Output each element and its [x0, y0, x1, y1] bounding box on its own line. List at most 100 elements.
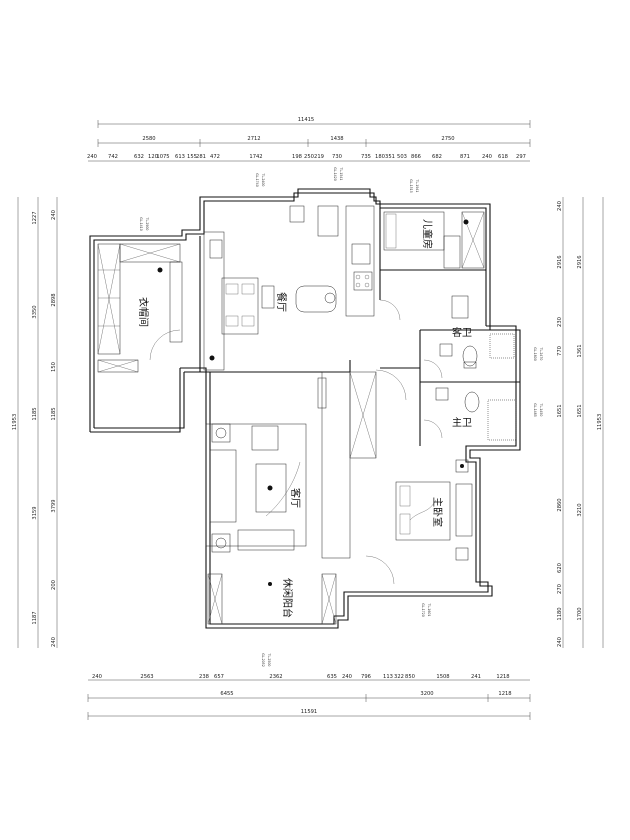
top-fine-dim: 472	[210, 154, 220, 160]
bottom-fine-dim: 850	[405, 674, 415, 680]
bottom-fine-dim: 113	[383, 674, 393, 680]
top-fine-dim: 120	[148, 154, 158, 160]
room-label-living: 客厅	[289, 488, 302, 508]
bottom-fine-dim: 241	[471, 674, 481, 680]
bottom-fine-dim: 238	[199, 674, 209, 680]
window-tag: GL-2052	[261, 653, 265, 666]
room-label-cloakroom: 衣帽间	[137, 297, 150, 327]
bottom-fine-dim: 1218	[496, 674, 509, 680]
sink-icon	[351, 243, 371, 265]
dining-kitchen: 餐厅 GL-1740 TL-2400 GL-1420 TL-1541	[203, 167, 401, 371]
left-dimensions: 11953 1227 3350 1185 3159 1187 240 2898 …	[12, 197, 58, 648]
bottom-mid-dim-3: 1218	[498, 691, 511, 697]
right-fine-dim: 2860	[557, 498, 563, 511]
window-tag: TL-1941	[415, 179, 419, 193]
window-tag: TL-2900	[145, 217, 149, 231]
living-rug	[205, 423, 307, 547]
top-fine-dim: 198	[292, 154, 302, 160]
door-swing-icon	[423, 419, 443, 439]
left-total-dim: 11953	[12, 414, 18, 431]
basin-icon	[439, 343, 453, 357]
ceiling-light-icon	[209, 355, 215, 361]
toilet-icon	[462, 345, 478, 367]
room-label-guest-bath: 客卫	[452, 326, 472, 339]
ceiling-light-icon	[463, 219, 469, 225]
right-fine-dim: 240	[557, 201, 563, 211]
door-swing-icon	[365, 555, 395, 585]
right-mid-dim: 1361	[577, 344, 583, 357]
top-fine-dim: 240	[482, 154, 492, 160]
coffee-table	[255, 463, 287, 513]
left-mid-dim: 3350	[32, 305, 38, 318]
bedroom-wardrobe	[455, 483, 473, 537]
right-fine-dim: 1651	[557, 404, 563, 417]
window-tag: GL-1485	[533, 403, 537, 416]
room-label-leisure-balcony: 休闲阳台	[281, 578, 294, 618]
bottom-fine-dim: 796	[361, 674, 371, 680]
kitchen-counter	[203, 231, 225, 371]
bottom-fine-dim: 2563	[140, 674, 153, 680]
cloakroom: 衣帽间 GL-1410 TL-2900	[97, 217, 183, 373]
bottom-fine-dim: 322	[394, 674, 404, 680]
left-mid-dim: 1227	[32, 211, 38, 224]
living-room: 客厅	[205, 369, 407, 559]
right-fine-dim: 770	[557, 346, 563, 356]
plant-icon	[409, 499, 437, 521]
window-tag: GL-1410	[139, 217, 143, 230]
outer-walls	[89, 188, 521, 629]
top-fine-dim: 632	[134, 154, 144, 160]
island-table	[295, 285, 337, 313]
bottom-fine-dim: 240	[92, 674, 102, 680]
top-fine-dim: 155	[187, 154, 197, 160]
left-fine-dim: 200	[51, 580, 57, 590]
sofa	[209, 449, 237, 523]
top-total-dim: 11415	[298, 117, 315, 123]
window-tag: GL-1420	[333, 167, 337, 180]
left-fine-dim: 2898	[51, 293, 57, 306]
window-tag: GL-1800	[533, 347, 537, 360]
right-fine-dim: 230	[557, 317, 563, 327]
door-swing-icon	[375, 369, 407, 401]
window-tag: TL-1450	[539, 403, 543, 417]
top-fine-dims: 240 742 632 120 1075 613 155 281 472 174…	[87, 154, 526, 160]
bottom-mid-dim-2: 3200	[420, 691, 433, 697]
master-bed	[395, 481, 451, 541]
room-label-dining: 餐厅	[275, 292, 288, 312]
toilet-icon	[464, 391, 480, 413]
right-total-dim: 11953	[597, 414, 603, 431]
top-fine-dim: 297	[516, 154, 526, 160]
bottom-fine-dim: 240	[342, 674, 352, 680]
bottom-fine-dim: 2362	[269, 674, 282, 680]
top-fine-dim: 618	[498, 154, 508, 160]
left-mid-dim: 1185	[32, 407, 38, 420]
window-tag: TL-2470	[539, 347, 543, 361]
right-fine-dim: 620	[557, 563, 563, 573]
window-tag: GL-1720	[421, 603, 425, 616]
top-fine-dim: 240	[87, 154, 97, 160]
bottom-fine-dim: 635	[327, 674, 337, 680]
top-fine-dim: 735	[361, 154, 371, 160]
window-tag: TL-2500	[267, 653, 271, 667]
room-label-master-bath: 主卫	[452, 417, 472, 429]
top-fine-dim: 503	[397, 154, 407, 160]
tv-cabinet	[321, 371, 351, 559]
bottom-dimensions: 240 2563 238 657 2362 635 240 796 113 32…	[87, 674, 531, 720]
window-tag: GL-1740	[255, 173, 259, 186]
window-tag: TL-2400	[261, 173, 265, 187]
child-wardrobe	[461, 211, 485, 269]
door-swing-icon	[379, 299, 401, 321]
bottom-total-dim: 11591	[301, 709, 318, 715]
top-fine-dim: 1075	[156, 154, 169, 160]
child-room: 儿童房 GL-1515 TL-1941	[383, 179, 485, 319]
top-fine-dim: 219	[314, 154, 324, 160]
armchair	[251, 425, 279, 451]
right-mid-dim: 1651	[577, 404, 583, 417]
plant-icon	[265, 461, 301, 517]
top-fine-dim: 871	[460, 154, 470, 160]
left-fine-dim: 240	[51, 637, 57, 647]
top-mid-dim-3: 1438	[330, 136, 343, 142]
left-fine-dim: 240	[51, 210, 57, 220]
top-fine-dim: 730	[332, 154, 342, 160]
child-bed	[383, 211, 445, 251]
bottom-fine-dim: 657	[214, 674, 224, 680]
